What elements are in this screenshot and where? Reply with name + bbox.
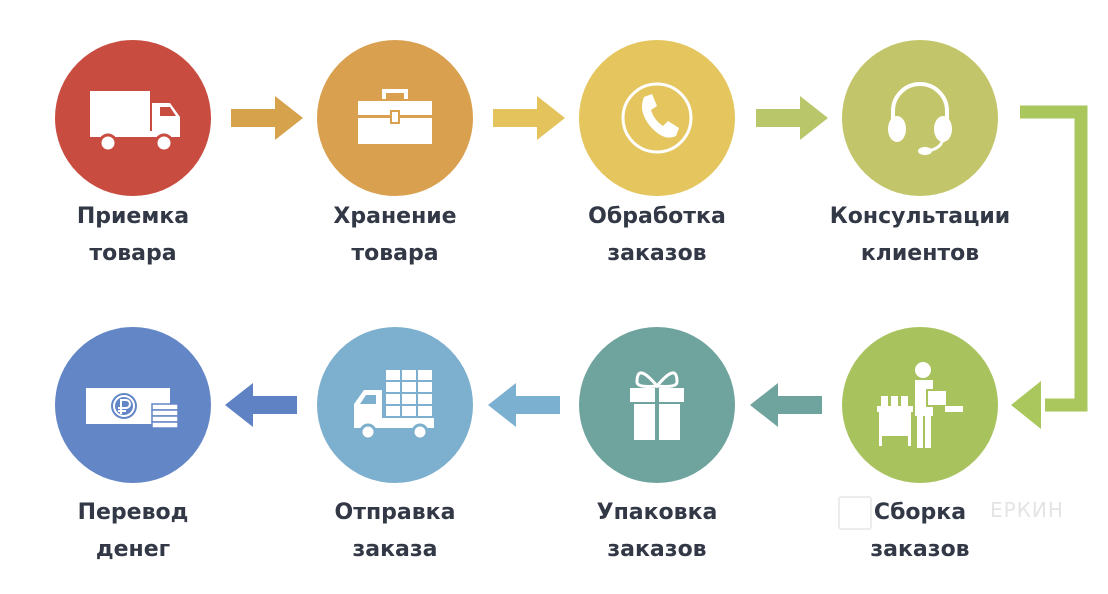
label-line: Приемка: [76, 204, 190, 229]
gift-icon: [630, 371, 684, 440]
label-line: клиентов: [860, 241, 980, 266]
step-storage: [317, 40, 473, 196]
label-line: товара: [89, 241, 177, 266]
step-label-receiving: Приемка товара: [23, 198, 243, 272]
phone-icon: [621, 82, 693, 154]
arrow-right-1: [231, 96, 303, 140]
label-line: товара: [351, 241, 439, 266]
step-label-shipping: Отправка заказа: [285, 494, 505, 568]
step-packing: [579, 327, 735, 483]
label-line: заказов: [870, 537, 970, 562]
step-label-assembly: Сборка заказов: [810, 494, 1030, 568]
step-receiving: [55, 40, 211, 196]
label-line: Сборка: [873, 500, 967, 525]
truck-icon: [90, 91, 180, 153]
label-line: Отправка: [334, 500, 456, 525]
arrow-right-3: [756, 96, 828, 140]
watermark-text: ЕРКИН: [990, 498, 1064, 522]
label-line: Перевод: [77, 500, 189, 525]
arrow-right-2: [493, 96, 565, 140]
label-line: Упаковка: [596, 500, 718, 525]
step-label-order-processing: Обработка заказов: [547, 198, 767, 272]
step-label-storage: Хранение товара: [285, 198, 505, 272]
label-line: заказа: [352, 537, 438, 562]
label-line: денег: [95, 537, 171, 562]
step-consulting: [842, 40, 998, 196]
step-payment: [55, 327, 211, 483]
watermark-logo: [838, 496, 872, 530]
step-label-consulting: Консультации клиентов: [810, 198, 1030, 272]
toolbox-icon: [358, 89, 432, 144]
step-order-processing: [579, 40, 735, 196]
step-shipping: [317, 327, 473, 483]
step-label-packing: Упаковка заказов: [547, 494, 767, 568]
worker-icon: [877, 362, 963, 448]
arrow-left-1: [750, 383, 822, 427]
loaded-truck-icon: [354, 370, 434, 441]
label-line: Обработка: [588, 204, 726, 229]
arrow-left-3: [225, 383, 297, 427]
money-icon: [86, 388, 179, 429]
headset-icon: [888, 82, 952, 155]
step-label-payment: Перевод денег: [23, 494, 243, 568]
label-line: Консультации: [829, 204, 1011, 229]
label-line: Хранение: [333, 204, 457, 229]
step-assembly: [842, 327, 998, 483]
label-line: заказов: [607, 241, 707, 266]
label-line: заказов: [607, 537, 707, 562]
connector-arrow-down-left: [1011, 105, 1088, 429]
arrow-left-2: [488, 383, 560, 427]
